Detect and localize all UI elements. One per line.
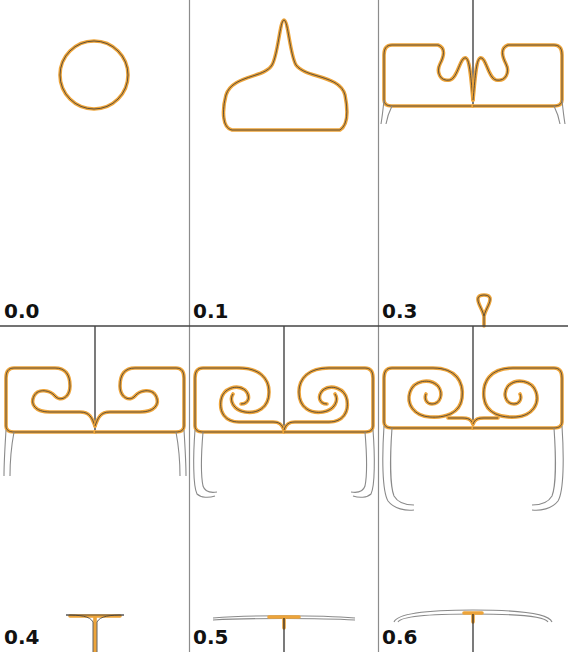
- time-label: 0.0: [4, 301, 39, 321]
- panel-mushroom: [383, 326, 563, 652]
- panel-divider: [0, 325, 568, 327]
- time-label: 0.1: [193, 301, 228, 321]
- panel-mushroom: [4, 326, 186, 652]
- panel-mushroom: [381, 0, 565, 326]
- panel-spike: [224, 20, 347, 130]
- time-label: 0.5: [193, 627, 228, 647]
- panel-mushroom: [194, 326, 375, 652]
- panel-circle: [60, 41, 128, 109]
- time-label: 0.4: [4, 627, 39, 647]
- time-label: 0.3: [382, 301, 417, 321]
- time-label: 0.6: [382, 627, 417, 647]
